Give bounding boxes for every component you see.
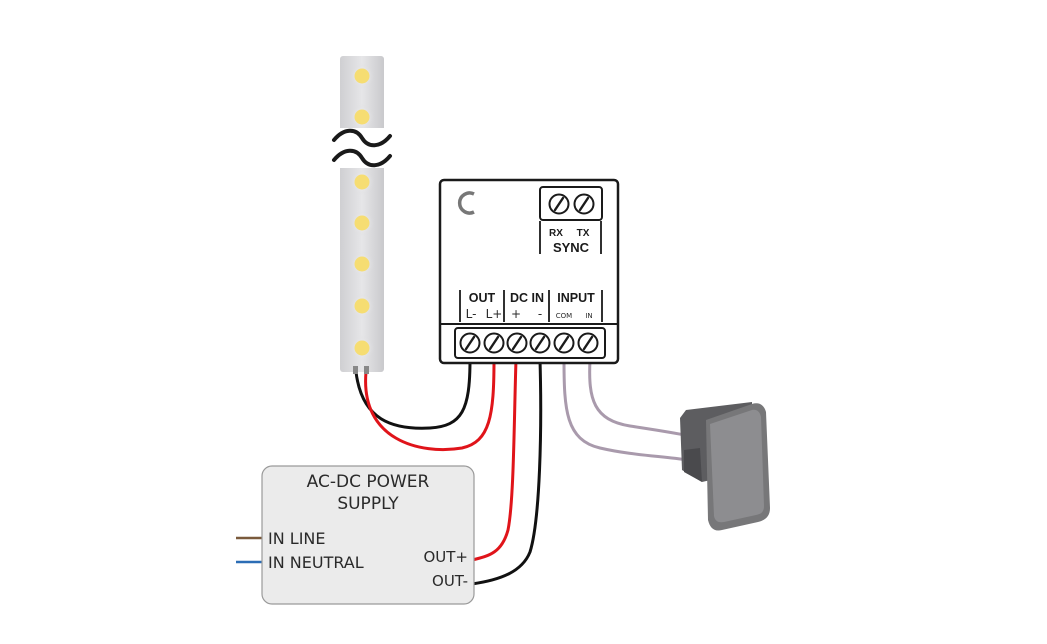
psu-in-line-label: IN LINE: [268, 529, 325, 548]
out-plus-label: L+: [486, 307, 503, 321]
dcin-minus-label: -: [538, 307, 542, 321]
main-terminal-block: [454, 327, 606, 359]
screw-terminal-icon: [459, 332, 481, 354]
sync-label: SYNC: [553, 240, 590, 255]
break-symbol: [330, 128, 394, 168]
wire-dc-positive: [471, 359, 518, 562]
screw-terminal-icon: [483, 332, 505, 354]
sync-rx-label: RX: [549, 228, 563, 239]
dcin-title: DC IN: [510, 291, 544, 305]
psu-out-plus-label: OUT+: [423, 548, 468, 566]
led-chips: [349, 63, 375, 361]
wires: [236, 359, 691, 586]
wire-input-com: [562, 359, 689, 462]
psu-title-line2: SUPPLY: [337, 494, 399, 514]
psu-in-neutral-label: IN NEUTRAL: [268, 553, 364, 572]
dcin-plus-label: +: [511, 307, 521, 321]
push-switch-icon: [680, 402, 770, 531]
terminal-labels: OUT L- L+ DC IN + - INPUT COM IN: [441, 290, 617, 325]
wire-input-in: [588, 359, 691, 438]
screw-terminal-icon: [573, 193, 595, 215]
sync-terminal-block: RX TX SYNC: [539, 186, 603, 255]
out-minus-label: L-: [466, 307, 477, 321]
input-com-label: COM: [556, 312, 572, 320]
psu-title-line1: AC-DC POWER: [307, 472, 430, 492]
screw-terminal-icon: [553, 332, 575, 354]
controller-logo-icon: [457, 191, 475, 215]
out-title: OUT: [469, 291, 496, 305]
screw-terminal-icon: [529, 332, 551, 354]
input-title: INPUT: [557, 291, 595, 305]
screw-terminal-icon: [506, 332, 528, 354]
input-in-label: IN: [585, 312, 592, 320]
wire-strip-positive: [364, 359, 496, 452]
screw-terminal-icon: [577, 332, 599, 354]
sync-tx-label: TX: [577, 228, 590, 239]
controller: RX TX SYNC OUT L- L+ DC IN + - INPUT COM…: [438, 178, 620, 365]
screw-terminal-icon: [548, 193, 570, 215]
wire-dc-negative: [471, 359, 543, 586]
led-strip: [330, 56, 394, 374]
psu-out-minus-label: OUT-: [432, 572, 468, 590]
power-supply: AC-DC POWER SUPPLY IN LINE IN NEUTRAL OU…: [261, 465, 475, 605]
wire-strip-negative: [354, 359, 472, 430]
